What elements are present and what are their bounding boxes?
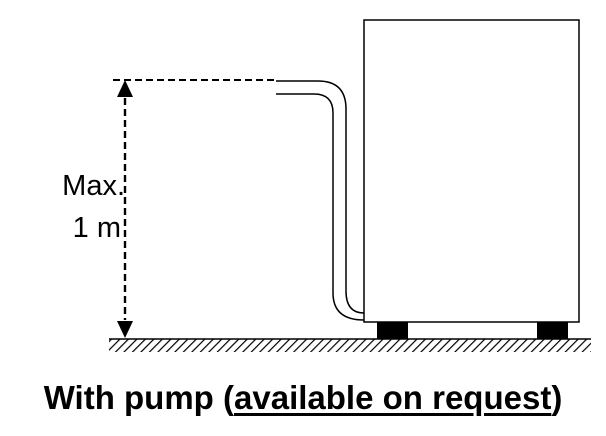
arrowhead-up-icon <box>117 80 133 97</box>
arrowhead-down-icon <box>117 321 133 338</box>
appliance-cabinet <box>363 19 580 323</box>
dimension-label-max: Max. <box>62 170 125 202</box>
caption-suffix: ) <box>551 379 563 416</box>
appliance-foot-right <box>537 322 568 339</box>
diagram-caption: With pump (available on request) <box>0 381 606 414</box>
availability-note: available on request <box>234 379 552 416</box>
caption-prefix: With pump ( <box>43 379 235 416</box>
dimension-label-height: 1 m <box>72 212 121 244</box>
floor <box>109 339 591 352</box>
drain-hose <box>276 80 365 321</box>
appliance-foot-left <box>377 322 408 339</box>
